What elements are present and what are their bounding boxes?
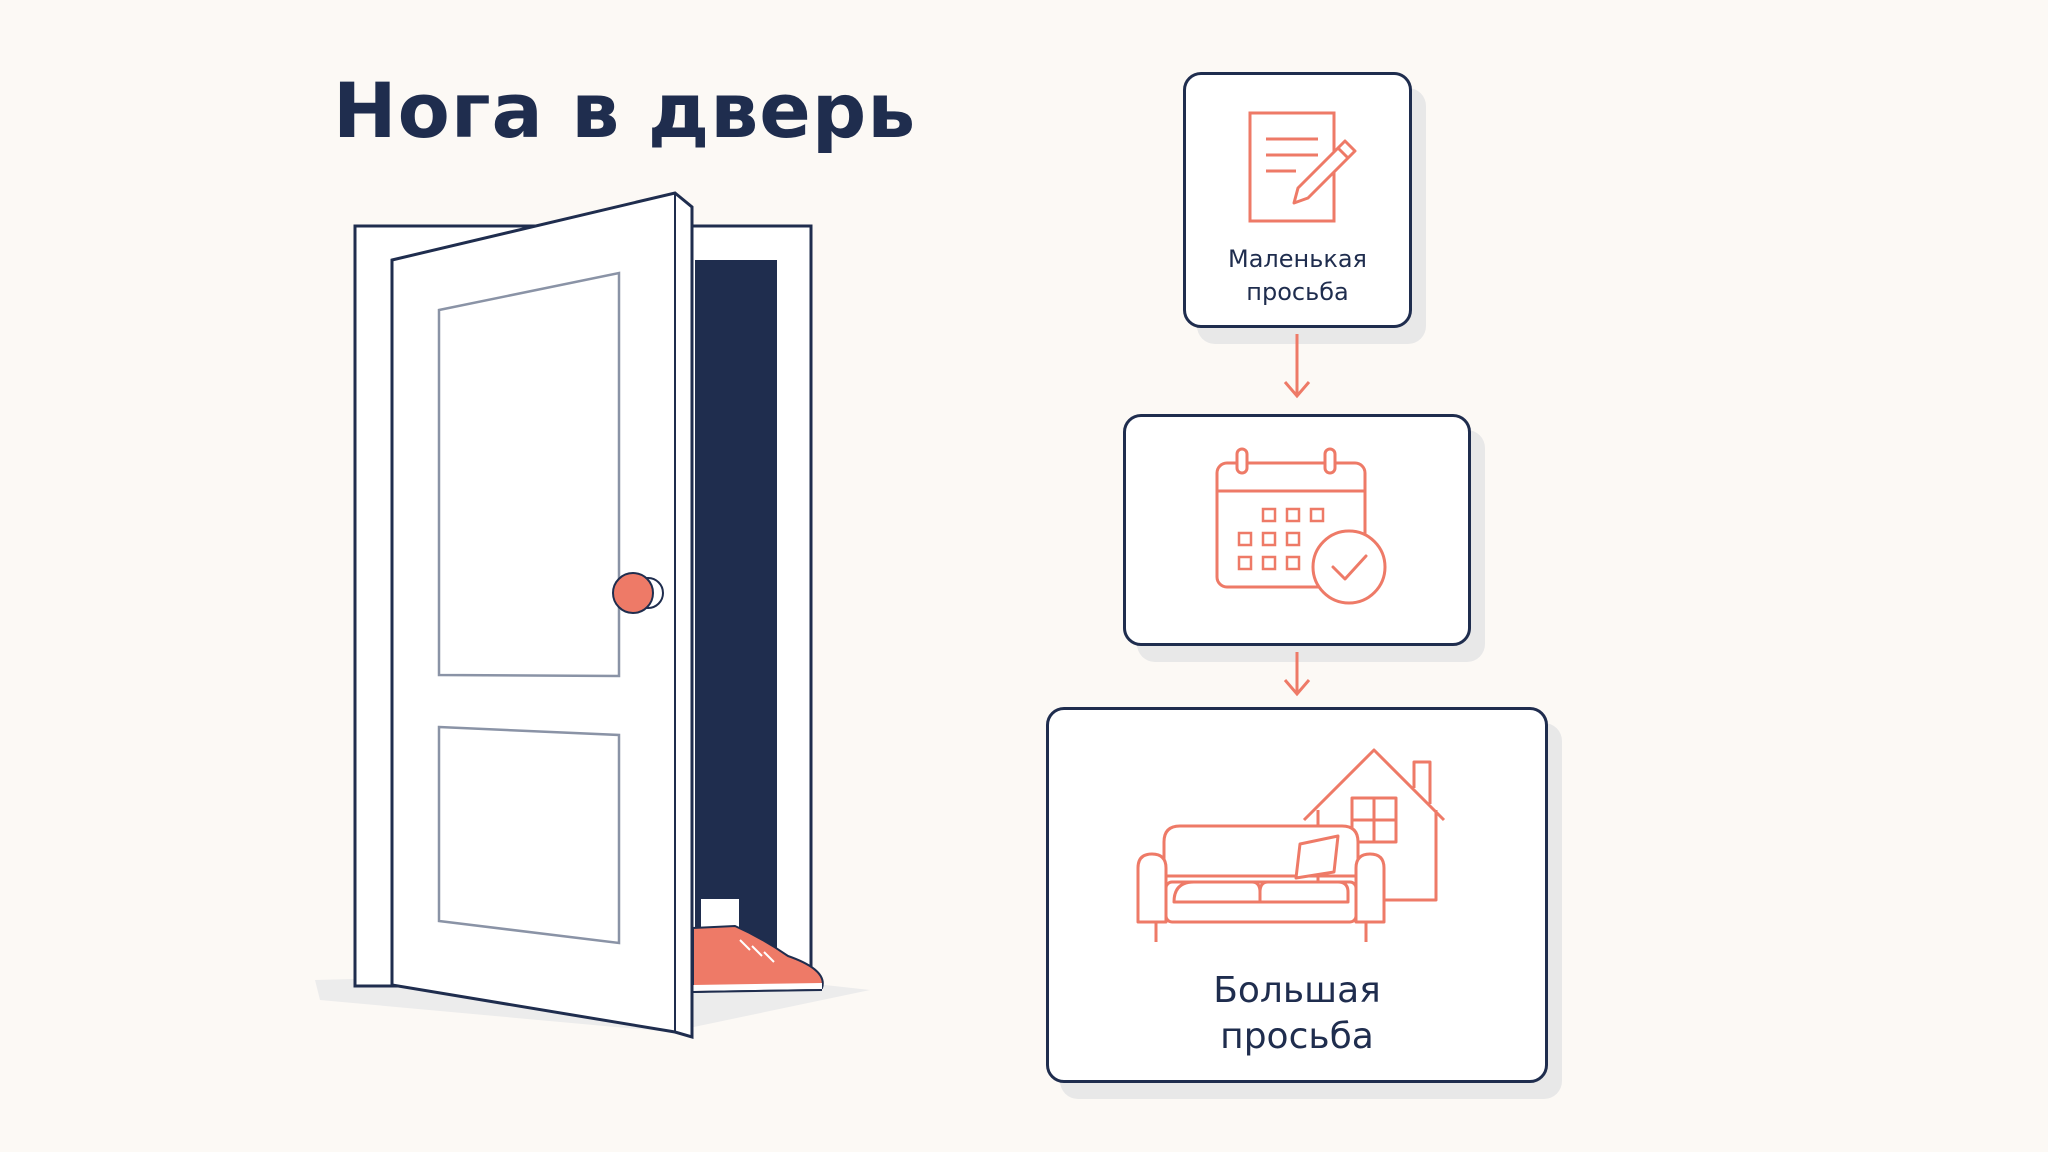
document-pencil-icon [1248, 111, 1357, 223]
sofa-house-icon [1136, 748, 1446, 942]
door-leaf [390, 191, 694, 1040]
sock [699, 897, 741, 929]
door-knob-icon [612, 572, 654, 614]
sneaker-icon [692, 924, 824, 994]
arrow-down-icon [1283, 652, 1311, 697]
door-panel-bottom [437, 725, 621, 945]
calendar-check-icon [1215, 447, 1387, 605]
door-illustration [315, 191, 870, 1040]
step-card-small-request: Маленькая просьба [1183, 72, 1412, 328]
page-title: Нога в дверь [333, 66, 917, 155]
door-opening [695, 260, 777, 986]
step-label-small-request: Маленькая просьба [1228, 245, 1367, 306]
step-card-calendar [1123, 414, 1471, 646]
step-label-big-request: Большая просьба [1213, 970, 1381, 1057]
arrow-down-icon [1283, 334, 1311, 399]
door-panel-top [437, 271, 621, 678]
step-card-big-request: Большая просьба [1046, 707, 1548, 1083]
